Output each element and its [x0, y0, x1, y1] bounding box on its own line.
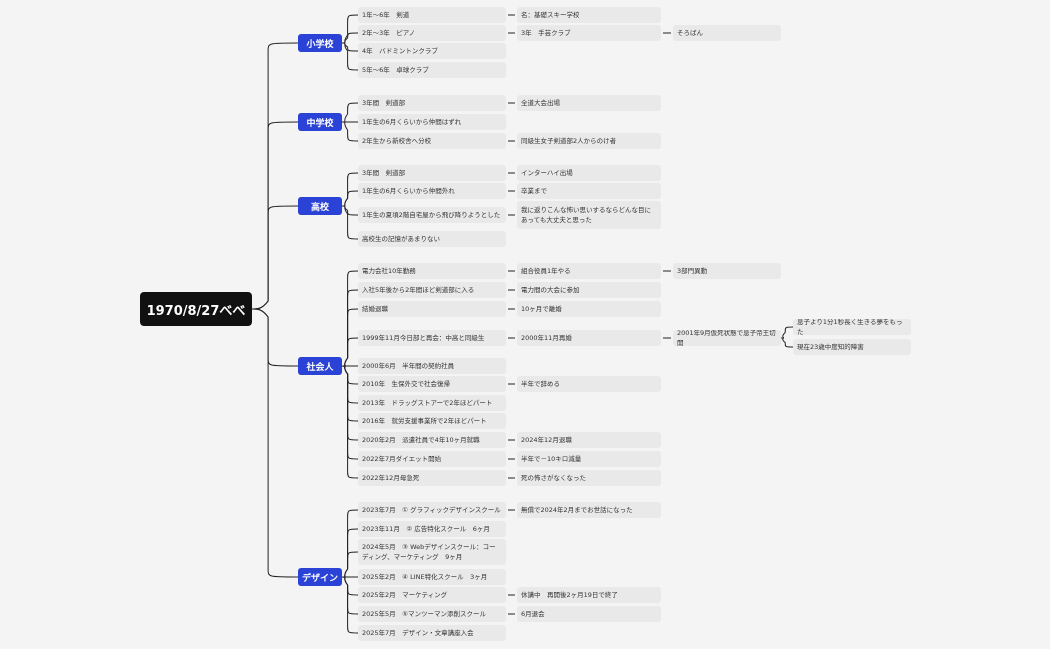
item-node[interactable]: 2025年2月 ④ LINE特化スクール 3ヶ月	[358, 569, 506, 585]
category-3[interactable]: 高校	[298, 197, 342, 215]
node-level-2[interactable]: 名：基礎スキー学校	[517, 7, 661, 23]
node-level-2[interactable]: 3年 手芸クラブ	[517, 25, 661, 41]
category-connector	[341, 289, 359, 367]
category-connector	[341, 121, 359, 142]
item-node[interactable]: 2016年 就労支援事業所で2年ほどパート	[358, 413, 506, 429]
category-connector	[341, 551, 359, 578]
node-level-2[interactable]: 組合役員1年やる	[517, 263, 661, 279]
node-level-2[interactable]: 無償で2024年2月までお世話になった	[517, 502, 661, 518]
category-connector	[341, 42, 359, 71]
node-level-2[interactable]: 半年で－10キロ減量	[517, 451, 661, 467]
node-level-2[interactable]: インターハイ出場	[517, 165, 661, 181]
item-node[interactable]: 2024年5月 ③ Webデザインスクール：コーディング、マーケティング 9ヶ月	[358, 539, 506, 565]
root-connector	[251, 121, 299, 310]
category-connector	[341, 365, 359, 422]
node-level-2[interactable]: 全道大会出場	[517, 95, 661, 111]
item-node[interactable]: 2013年 ドラッグストアーで2年ほどパート	[358, 395, 506, 411]
item-node[interactable]: 2022年7月ダイエット開始	[358, 451, 506, 467]
root-connector	[251, 308, 299, 367]
category-1[interactable]: 小学校	[298, 34, 342, 52]
connector	[780, 337, 794, 348]
category-connector	[341, 205, 359, 240]
item-node[interactable]: 2025年7月 デザイン・文章講座入会	[358, 625, 506, 641]
item-node[interactable]: 2010年 生保外交で社会復帰	[358, 376, 506, 392]
category-connector	[341, 576, 359, 634]
node-level-2[interactable]: 2024年12月退職	[517, 432, 661, 448]
item-node[interactable]: 入社5年後から2年間ほど剣道部に入る	[358, 282, 506, 298]
item-node[interactable]: 2020年2月 派遣社員で4年10ヶ月就職	[358, 432, 506, 448]
node-level-2[interactable]: 同級生女子剣道部2人からのけ者	[517, 133, 661, 149]
node-level-3[interactable]: そろばん	[673, 25, 781, 41]
category-connector	[341, 172, 359, 207]
item-node[interactable]: 1年生の6月くらいから仲間外れ	[358, 183, 506, 199]
node-level-2[interactable]: 我に返りこんな怖い思いするならどんな目にあっても大丈夫と思った	[517, 201, 661, 229]
node-level-2[interactable]: 半年で辞める	[517, 376, 661, 392]
category-2[interactable]: 中学校	[298, 113, 342, 131]
node-level-4[interactable]: 息子より1分1秒長く生きる夢をもった	[793, 319, 911, 335]
category-connector	[341, 365, 359, 460]
root-connector	[251, 205, 299, 310]
item-node[interactable]: 2年〜3年 ピアノ	[358, 25, 506, 41]
node-level-4[interactable]: 現在23歳中度知的障害	[793, 339, 911, 355]
item-node[interactable]: 2025年2月 マーケティング	[358, 587, 506, 603]
item-node[interactable]: 2022年12月母急死	[358, 470, 506, 486]
item-node[interactable]: 2000年6月 半年間の契約社員	[358, 358, 506, 374]
item-node[interactable]: 1年生の6月くらいから仲間はずれ	[358, 114, 506, 130]
category-connector	[341, 337, 359, 367]
category-connector	[341, 190, 359, 207]
item-node[interactable]: 2023年7月 ① グラフィックデザインスクール	[358, 502, 506, 518]
node-level-3[interactable]: 3部門異動	[673, 263, 781, 279]
category-4[interactable]: 社会人	[298, 357, 342, 375]
node-level-2[interactable]: 6月退会	[517, 606, 661, 622]
item-node[interactable]: 1年生の夏頃2階自宅屋から飛び降りようとした	[358, 207, 506, 223]
item-node[interactable]: 4年 バドミントンクラブ	[358, 43, 506, 59]
category-connector	[341, 270, 359, 367]
category-connector	[341, 365, 359, 385]
category-connector	[341, 308, 359, 367]
root-node[interactable]: 1970/8/27べべ	[140, 292, 252, 326]
item-node[interactable]: 3年間 剣道部	[358, 95, 506, 111]
connector	[780, 326, 794, 339]
category-connector	[341, 102, 359, 123]
category-connector	[341, 365, 359, 404]
item-node[interactable]: 電力会社10年勤務	[358, 263, 506, 279]
category-connector	[341, 14, 359, 44]
item-node[interactable]: 結婚退職	[358, 301, 506, 317]
node-level-2[interactable]: 卒業まで	[517, 183, 661, 199]
category-5[interactable]: デザイン	[298, 568, 342, 586]
category-connector	[341, 576, 359, 596]
item-node[interactable]: 1999年11月今日部と再会：中高と同級生	[358, 330, 506, 346]
category-connector	[341, 576, 359, 615]
item-node[interactable]: 2年生から新校舎へ分校	[358, 133, 506, 149]
category-connector	[341, 365, 359, 479]
item-node[interactable]: 2023年11月 ② 広告特化スクール 6ヶ月	[358, 521, 506, 537]
item-node[interactable]: 1年〜6年 剣道	[358, 7, 506, 23]
item-node[interactable]: 3年間 剣道部	[358, 165, 506, 181]
item-node[interactable]: 高校生の記憶があまりない	[358, 231, 506, 247]
root-connector	[251, 308, 299, 578]
node-level-2[interactable]: 10ヶ月で離婚	[517, 301, 661, 317]
item-node[interactable]: 5年〜6年 卓球クラブ	[358, 62, 506, 78]
category-connector	[341, 509, 359, 578]
node-level-3[interactable]: 2001年9月仮死状態で息子帝王切開	[673, 330, 781, 346]
root-connector	[251, 42, 299, 310]
node-level-2[interactable]: 死の怖さがなくなった	[517, 470, 661, 486]
item-node[interactable]: 2025年5月 ⑤マンツーマン添削スクール	[358, 606, 506, 622]
node-level-2[interactable]: 2000年11月再婚	[517, 330, 661, 346]
category-connector	[341, 32, 359, 44]
node-level-2[interactable]: 休講中 再開後2ヶ月19日で終了	[517, 587, 661, 603]
node-level-2[interactable]: 電力間の大会に参加	[517, 282, 661, 298]
